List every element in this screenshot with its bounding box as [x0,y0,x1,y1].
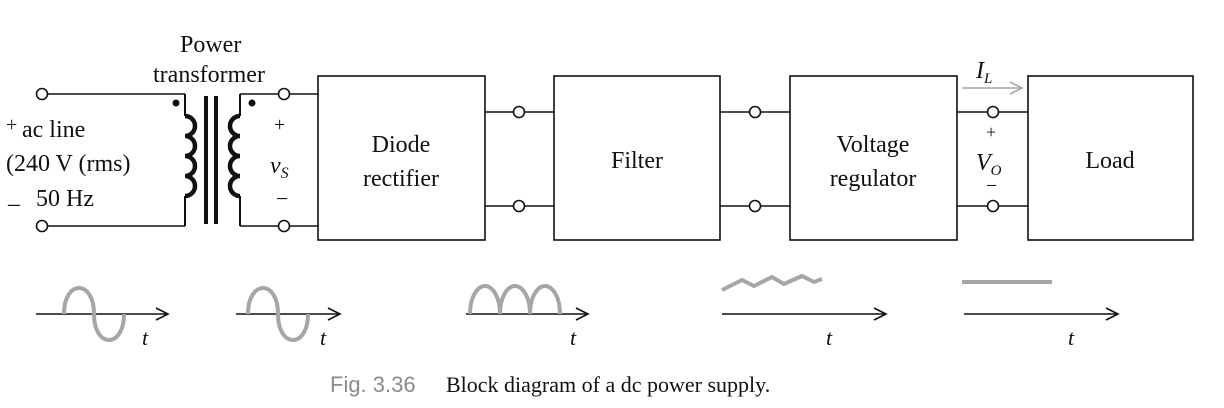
load-current-arrow [962,81,1024,95]
source-line3: 50 Hz [36,186,94,212]
figure-caption: Block diagram of a dc power supply. [446,372,770,397]
rectifier-block [317,75,486,241]
waveform-filter-output-t: t [826,325,833,350]
vs-minus: − [276,186,288,211]
waveform-regulator-output: t [962,280,1120,350]
source-plus: + [6,114,17,136]
vs-label: vS [270,153,289,182]
waveform-rectifier-output-t: t [570,325,577,350]
source-minus: _ [7,183,21,209]
secondary-terminal-top [277,87,291,101]
source-terminal-top [35,87,49,101]
waveform-regulator-output-t: t [1068,325,1075,350]
source-terminal-bottom [35,219,49,233]
waveform-filter-output: t [721,273,888,350]
vo-minus: − [986,175,997,197]
regulator-label-line2: regulator [830,166,917,192]
vo-label: VO [976,150,1002,179]
filter-block [553,75,721,241]
transformer-title-line2: transformer [153,62,265,88]
source-line1: ac line [22,117,85,143]
waveform-transformer-output-t: t [320,325,327,350]
connection-regulator-load [957,105,1028,213]
secondary-dot [248,99,256,107]
connection-filter-regulator [720,105,790,213]
vs-plus: + [274,114,285,136]
secondary-terminal-bottom [277,219,291,233]
waveform-ac-line: t [36,285,170,350]
source-line2: (240 V (rms) [6,151,130,177]
load-current-label: IL [975,58,992,87]
load-label: Load [1085,148,1134,174]
regulator-block [789,75,958,241]
transformer-symbol [184,94,241,226]
transformer-title-line1: Power [180,32,241,58]
primary-dot [172,99,180,107]
connection-rectifier-filter [485,105,554,213]
waveform-rectifier-output: t [466,283,590,350]
figure-number: Fig. 3.36 [330,372,416,397]
vo-plus: + [986,122,996,142]
rectifier-label-line2: rectifier [363,166,439,192]
waveform-ac-line-t: t [142,325,149,350]
primary-coil [184,113,198,199]
regulator-label-line1: Voltage [837,132,910,158]
secondary-terminals [240,87,318,233]
filter-label: Filter [611,148,663,174]
secondary-coil [227,113,241,199]
rectifier-label-line1: Diode [372,132,431,158]
source-terminals [35,87,185,233]
waveform-transformer-output: t [236,285,342,350]
load-block [1027,75,1194,241]
